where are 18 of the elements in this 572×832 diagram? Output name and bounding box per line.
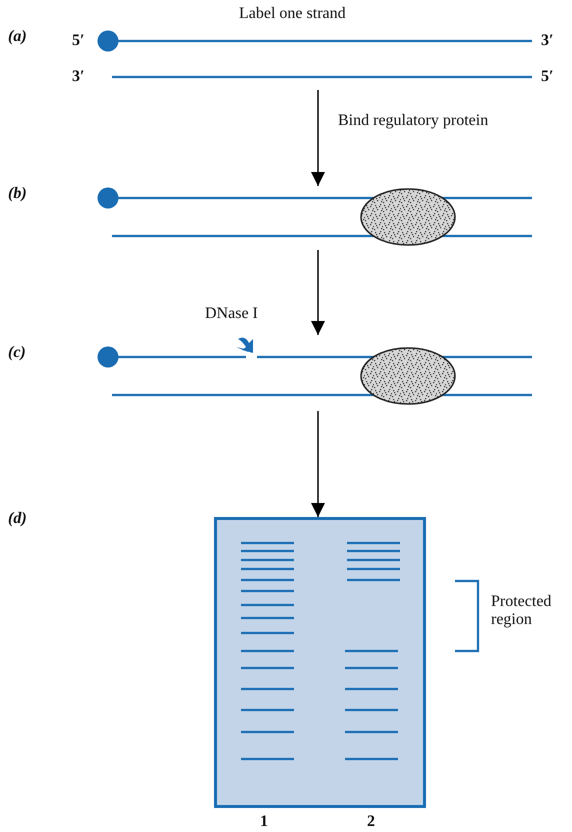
arrow <box>311 411 325 517</box>
strand-end-label: 5′ <box>72 32 84 50</box>
panel-letter: (b) <box>8 185 27 203</box>
lane-number: 2 <box>367 813 375 831</box>
lane-number: 1 <box>260 813 268 831</box>
arrow <box>311 90 325 186</box>
panel-letter: (c) <box>8 344 26 362</box>
strand-end-label: 5′ <box>541 68 554 86</box>
arrow <box>311 250 325 335</box>
strand-end-label: 3′ <box>541 32 554 50</box>
edge-label: Bind regulatory protein <box>338 112 488 130</box>
strand-end-label: 3′ <box>72 68 84 86</box>
bracket-label: Protected region <box>491 593 552 629</box>
caption: Label one strand <box>239 5 346 23</box>
gel <box>214 517 426 808</box>
panel-letter: (a) <box>8 28 27 46</box>
enzyme-label: DNase I <box>205 305 258 323</box>
panel-letter: (d) <box>8 510 27 528</box>
